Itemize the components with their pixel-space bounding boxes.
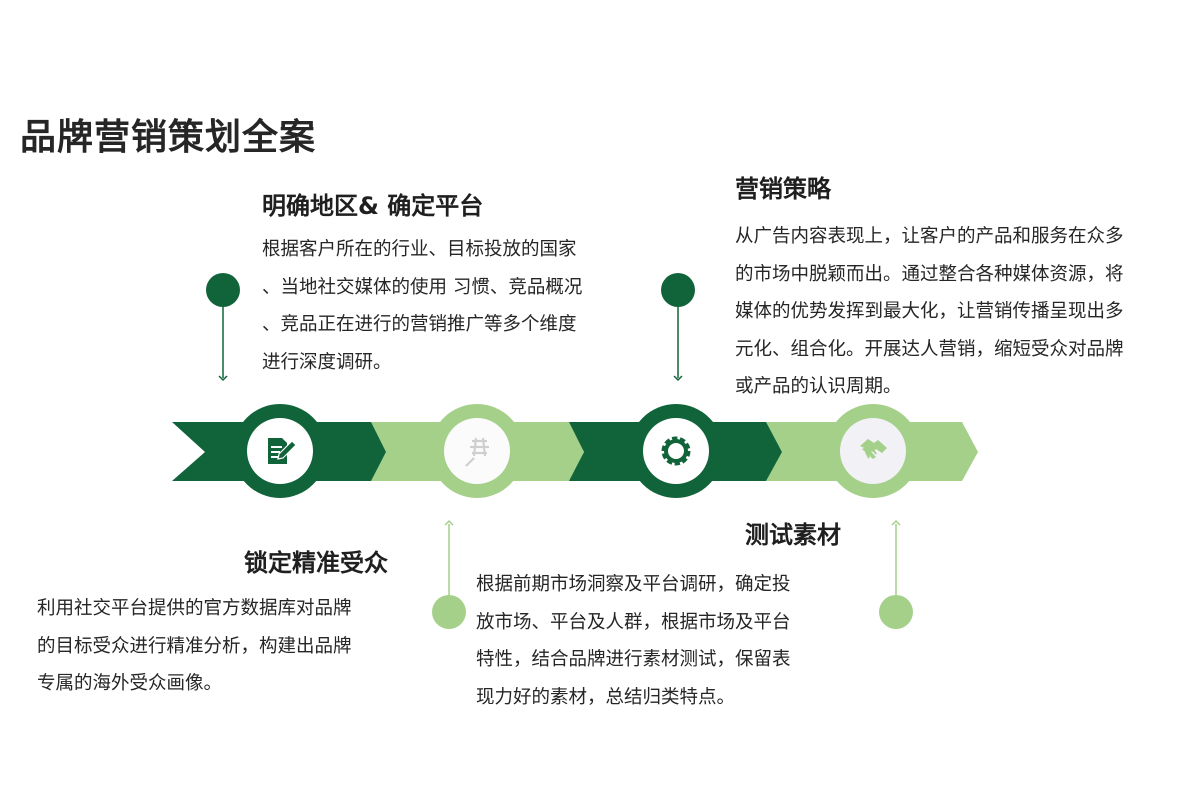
document-edit-icon	[268, 438, 297, 464]
text-line: 从广告内容表现上，让客户的产品和服务在众多	[735, 226, 1124, 247]
step-4-heading: 测试素材	[745, 521, 841, 549]
step-3-heading: 营销策略	[735, 175, 831, 203]
connector-4	[879, 519, 913, 629]
text-line: 利用社交平台提供的官方数据库对品牌	[37, 598, 352, 619]
text-line: 的目标受众进行精准分析，构建出品牌	[37, 635, 352, 657]
page-title: 品牌营销策划全案	[20, 117, 317, 158]
text-line: 、竞品正在进行的营销推广等多个维度	[262, 314, 577, 335]
connector-1	[206, 273, 240, 382]
handshake-icon	[860, 439, 887, 459]
connector-2	[432, 519, 466, 629]
step-3-description: 从广告内容表现上，让客户的产品和服务在众多 的市场中脱颖而出。通过整合各种媒体资…	[735, 218, 1124, 406]
step-2-description: 利用社交平台提供的官方数据库对品牌 的目标受众进行精准分析，构建出品牌 专属的海…	[37, 590, 352, 703]
text-line: 放市场、平台及人群，根据市场及平台	[476, 611, 791, 633]
text-line: 特性，结合品牌进行素材测试，保留表	[476, 649, 791, 670]
step-1-heading: 明确地区& 确定平台	[262, 192, 484, 220]
text-line: 根据客户所在的行业、目标投放的国家	[262, 239, 577, 260]
gear-icon	[661, 436, 691, 466]
text-line: 专属的海外受众画像。	[37, 673, 223, 694]
step-2-heading: 锁定精准受众	[244, 549, 388, 577]
text-line: 媒体的优势发挥到最大化，让营销传播呈现出多	[735, 301, 1124, 322]
text-line: 现力好的素材，总结归类特点。	[476, 686, 736, 708]
text-line: 根据前期市场洞察及平台调研，确定投	[476, 574, 791, 595]
text-line: 元化、组合化。开展达人营销，缩短受众对品牌	[735, 338, 1124, 360]
connector-3	[661, 273, 695, 382]
step-1-description: 根据客户所在的行业、目标投放的国家 、当地社交媒体的使用 习惯、竞品概况 、竞品…	[262, 231, 582, 381]
text-line: 的市场中脱颖而出。通过整合各种媒体资源，将	[735, 263, 1124, 285]
web-search-icon	[465, 437, 489, 467]
text-line: 或产品的认识周期。	[735, 376, 902, 397]
text-line: 、当地社交媒体的使用 习惯、竞品概况	[262, 276, 583, 298]
text-line: 进行深度调研。	[262, 351, 392, 373]
node-inner-3	[643, 418, 709, 484]
step-4-description: 根据前期市场洞察及平台调研，确定投 放市场、平台及人群，根据市场及平台 特性，结…	[476, 566, 791, 716]
node-inner-2	[444, 418, 510, 484]
